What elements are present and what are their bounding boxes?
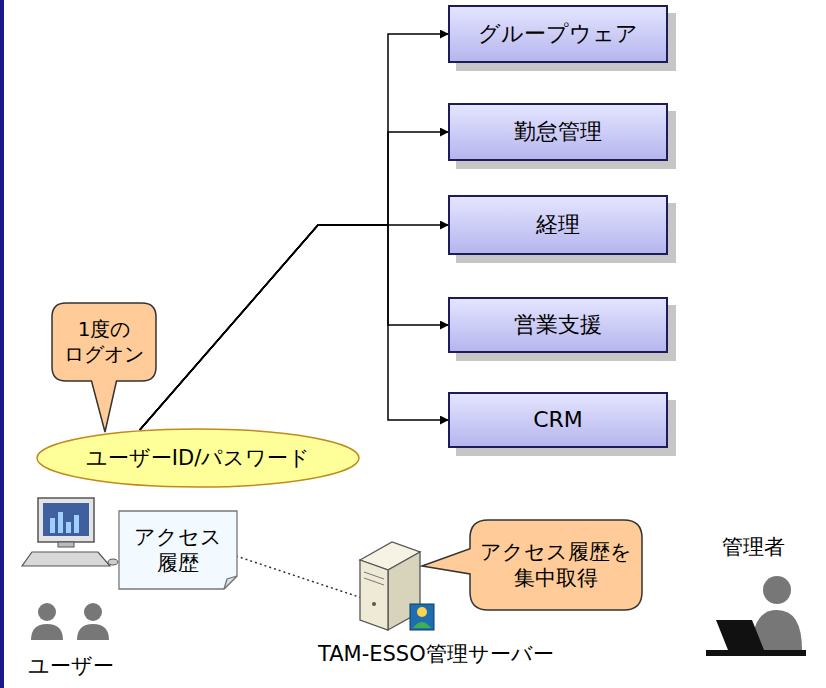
node-text: アクセス 履歴 [128,524,228,577]
system-box: 勤怠管理 [448,103,668,161]
caption-label: TAM-ESSO管理サーバー [318,640,554,668]
connector-arrow [140,225,448,430]
system-box: 営業支援 [448,297,668,353]
note-box: アクセス 履歴 [118,510,238,590]
node-text: アクセス履歴を 集中取得 [480,539,632,592]
system-box: グループウェア [448,5,668,63]
dotted-line [236,556,362,598]
system-box: 経理 [448,195,668,255]
connector-arrow [140,225,448,430]
node-text: 1度の ログオン [60,317,148,367]
server-icon [360,542,434,630]
id-ellipse: ユーザーID/パスワード [36,428,360,488]
connector-arrow [140,132,448,430]
node-text: 勤怠管理 [514,118,602,146]
speech-callout: 1度の ログオン [52,303,156,381]
node-text: ユーザーID/パスワード [86,445,310,471]
node-text: CRM [533,406,583,434]
outline-shape [224,576,237,589]
node-outline [470,520,642,610]
node-text: 営業支援 [514,311,602,339]
node-text: グループウェア [478,20,638,48]
caption-label: ユーザー [28,652,114,680]
side-bar [0,0,4,688]
speech-callout: アクセス履歴を 集中取得 [470,520,642,610]
caption-label: 管理者 [722,533,785,561]
outline-shape [422,520,642,610]
system-box: CRM [448,392,668,448]
pc-icon [22,498,118,566]
connector-arrow [140,225,448,430]
connector-arrow [140,34,448,430]
outline-shape [52,303,156,432]
node-text: 経理 [536,211,580,239]
node-outline [118,510,238,590]
user-icons [31,603,109,640]
outline-shape [37,429,359,487]
admin-icon [706,576,806,656]
